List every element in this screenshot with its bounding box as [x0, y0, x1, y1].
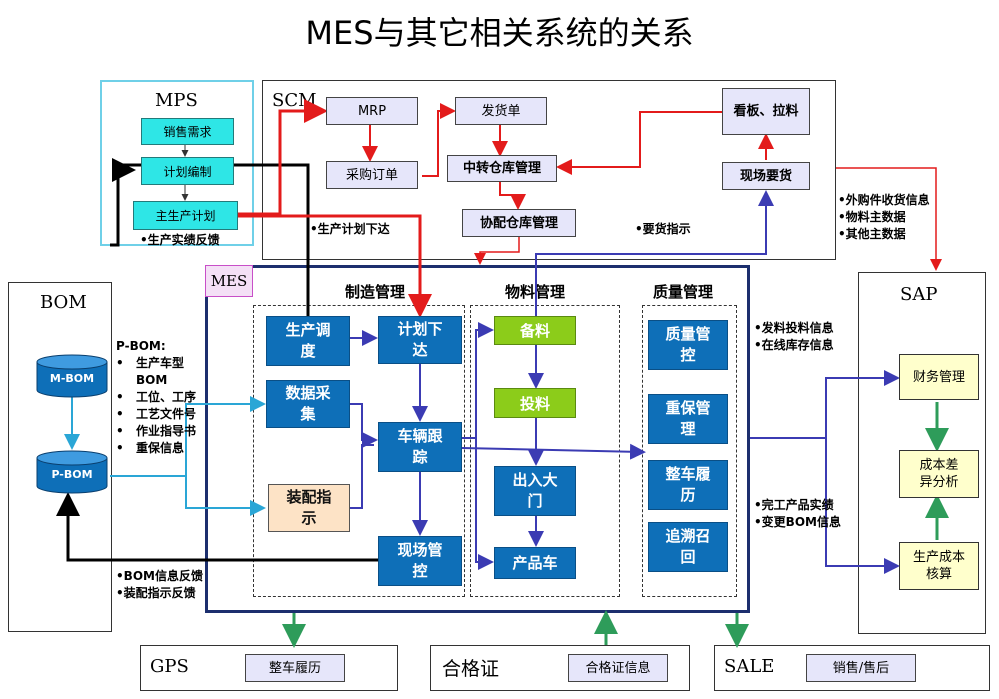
pbom-list-title: P-BOM:	[116, 339, 166, 353]
gate-box: 出入大门	[494, 466, 576, 516]
scm-sap-note: •其他主数据	[838, 227, 906, 241]
pbom-label: P-BOM	[51, 468, 93, 481]
bom-feedback-note: •装配指示反馈	[116, 586, 196, 600]
cert-info: 合格证信息	[568, 654, 668, 682]
pbom-item: 作业指导书	[116, 423, 196, 440]
onsite-request-box: 现场要货	[722, 162, 810, 190]
mfg-header: 制造管理	[345, 283, 406, 301]
recall-box: 追溯召回	[648, 522, 728, 572]
pbom-item: 重保信息	[116, 440, 196, 457]
mes-sap-notes-top: •发料投料信息 •在线库存信息	[754, 320, 834, 354]
sale-aftersale: 销售/售后	[806, 654, 916, 682]
quality-control-box: 质量管控	[648, 320, 728, 370]
delivery-note-box: 发货单	[455, 97, 547, 125]
prod-cost-box: 生产成本核算	[899, 542, 979, 590]
site-control-box: 现场管控	[378, 536, 462, 586]
plan-issue-box: 计划下达	[378, 316, 462, 364]
sale-label: SALE	[724, 656, 775, 677]
mps-feedback-note: •生产实绩反馈	[140, 233, 220, 247]
plan-issue-note: •生产计划下达	[310, 222, 390, 236]
scm-sap-notes: •外购件收货信息 •物料主数据 •其他主数据	[838, 192, 930, 243]
cost-diff-box: 成本差异分析	[899, 450, 979, 498]
scm-sap-note: •物料主数据	[838, 210, 906, 224]
master-plan-box: 主生产计划	[133, 201, 238, 230]
mfg-group	[253, 305, 465, 597]
quality-header: 质量管理	[653, 283, 714, 301]
prepare-box: 备料	[494, 316, 576, 345]
data-collect-box: 数据采集	[266, 380, 350, 428]
request-note: •要货指示	[635, 222, 691, 236]
mes-sap-note: •发料投料信息	[754, 321, 834, 335]
mes-label: MES	[205, 265, 253, 297]
dispatch-box: 生产调度	[266, 316, 350, 366]
feed-box: 投料	[494, 388, 576, 418]
gps-vehicle-history: 整车履历	[245, 654, 345, 682]
finance-box: 财务管理	[899, 354, 979, 400]
cert-label: 合格证	[442, 658, 500, 680]
pbom-item: 生产车型	[116, 355, 196, 372]
mbom-database-icon: M-BOM	[36, 354, 108, 398]
mes-sap-note: •变更BOM信息	[754, 515, 841, 529]
pbom-list: P-BOM: 生产车型 BOM 工位、工序 工艺文件号 作业指导书 重保信息	[116, 338, 196, 457]
sales-demand-box: 销售需求	[141, 118, 234, 145]
product-car-box: 产品车	[494, 547, 576, 579]
pbom-database-icon: P-BOM	[36, 450, 108, 494]
warranty-box: 重保管理	[648, 394, 728, 444]
mes-sap-notes-bottom: •完工产品实绩 •变更BOM信息	[754, 497, 841, 531]
pbom-item: BOM	[136, 373, 168, 387]
pbom-item: 工艺文件号	[116, 406, 196, 423]
coop-warehouse-box: 协配仓库管理	[462, 209, 576, 237]
page-title: MES与其它相关系统的关系	[305, 14, 694, 52]
mps-label: MPS	[155, 90, 198, 111]
mes-sap-note: •完工产品实绩	[754, 498, 834, 512]
transit-warehouse-box: 中转仓库管理	[447, 155, 557, 182]
vehicle-history-box: 整车履历	[648, 460, 728, 510]
bom-label: BOM	[40, 292, 87, 313]
mes-sap-note: •在线库存信息	[754, 338, 834, 352]
pbom-item: 工位、工序	[116, 389, 196, 406]
kanban-box: 看板、拉料	[722, 88, 810, 135]
assembly-box: 装配指示	[268, 484, 350, 532]
bom-feedback-notes: •BOM信息反馈 •装配指示反馈	[116, 568, 203, 602]
scm-sap-note: •外购件收货信息	[838, 193, 930, 207]
gps-label: GPS	[150, 656, 189, 677]
mbom-label: M-BOM	[49, 372, 95, 385]
plan-compile-box: 计划编制	[141, 157, 234, 185]
vehicle-track-box: 车辆跟踪	[378, 422, 462, 472]
purchase-order-box: 采购订单	[326, 161, 418, 189]
mrp-box: MRP	[326, 97, 418, 125]
sap-label: SAP	[900, 284, 938, 305]
bom-feedback-note: •BOM信息反馈	[116, 569, 203, 583]
